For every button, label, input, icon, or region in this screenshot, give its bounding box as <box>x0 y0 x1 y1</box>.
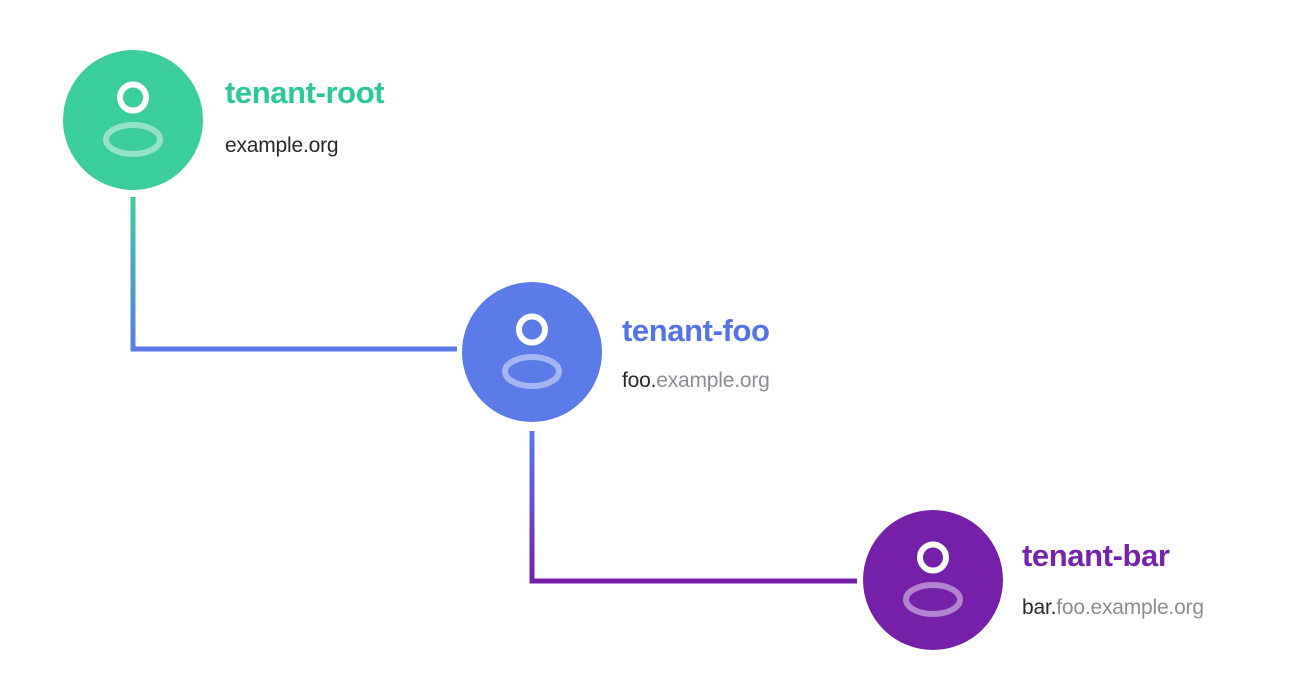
tenant-bar-avatar <box>863 510 1003 650</box>
connector-foo-to-bar <box>529 431 857 584</box>
tenant-domain: example.org <box>225 134 339 157</box>
person-icon <box>502 313 562 389</box>
tenant-domain: foo.example.org <box>622 369 770 392</box>
tenant-name: tenant-foo <box>622 313 770 348</box>
domain-prefix: bar. <box>1022 596 1057 619</box>
tenant-name: tenant-root <box>225 75 385 110</box>
domain-prefix: example.org <box>225 134 339 157</box>
domain-suffix: foo.example.org <box>1056 596 1204 619</box>
domain-suffix: example.org <box>656 369 770 392</box>
person-icon <box>903 541 963 617</box>
person-icon <box>103 81 163 157</box>
domain-prefix: foo. <box>622 369 657 392</box>
connector-root-to-foo <box>130 197 457 352</box>
tenant-name: tenant-bar <box>1022 538 1170 573</box>
tenant-domain: bar.foo.example.org <box>1022 596 1204 619</box>
tenant-root-avatar <box>63 50 203 190</box>
tenant-foo-avatar <box>462 282 602 422</box>
